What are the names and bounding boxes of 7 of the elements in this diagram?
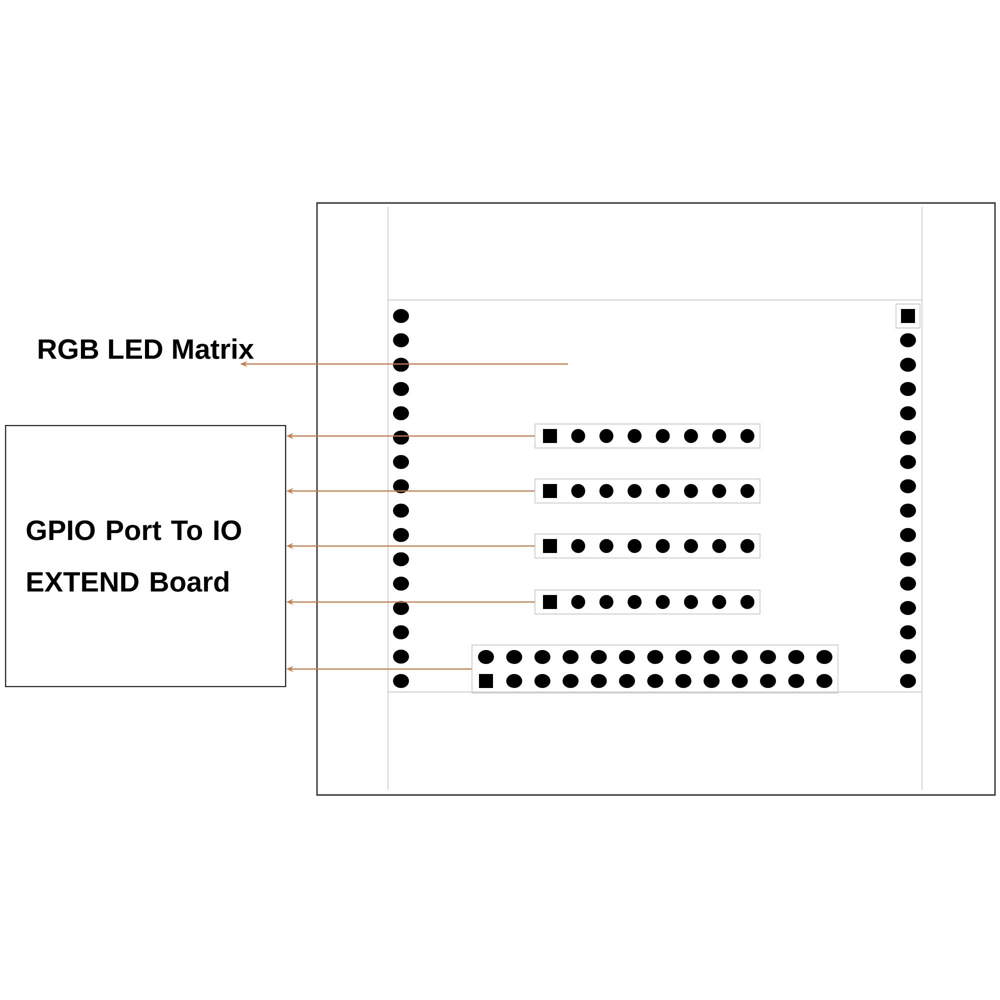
pin-header bbox=[534, 478, 760, 504]
pin-header bbox=[534, 590, 760, 614]
label-text: RGB LED Matrix bbox=[38, 338, 254, 360]
double-pin-header bbox=[472, 644, 838, 694]
text-box: GPIO Port To IO EXTEND Board bbox=[5, 425, 286, 688]
pin-header bbox=[534, 424, 760, 448]
pin-header bbox=[534, 534, 760, 558]
